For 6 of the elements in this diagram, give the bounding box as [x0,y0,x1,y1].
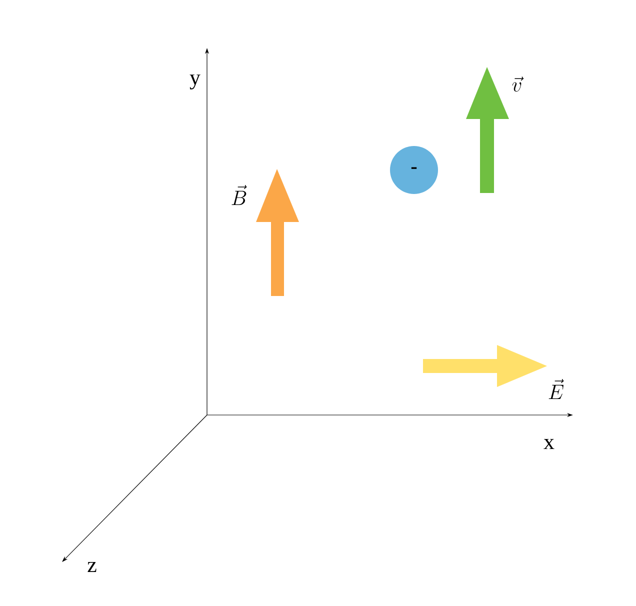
axis-label: z [88,562,96,572]
vector-label: $\vec{v}$ [512,76,524,92]
vector-label: $\vec{B}$ [232,184,247,205]
axis-label: y [190,74,200,90]
vector-label: $\vec{E}$ [548,378,564,399]
axis-label: x [544,438,554,450]
